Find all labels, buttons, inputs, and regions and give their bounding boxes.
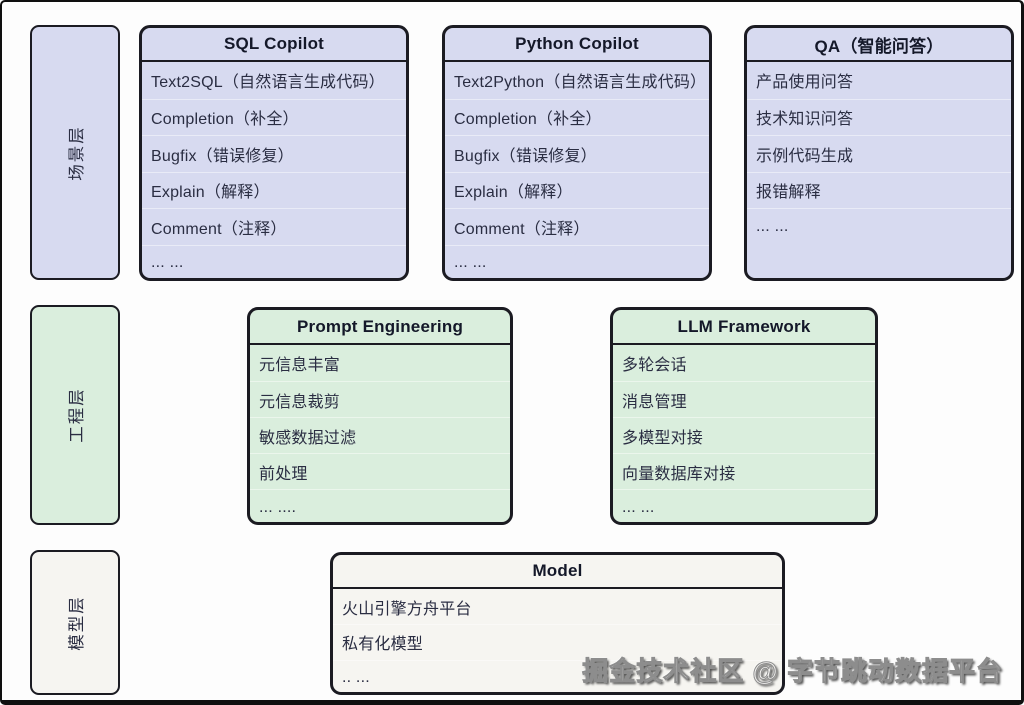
list-item: Explain（解释）	[445, 171, 709, 209]
list-item: Text2Python（自然语言生成代码）	[454, 74, 707, 92]
list-item: 技术知识问答	[747, 98, 1011, 136]
box-model-title: Model	[333, 555, 782, 589]
box-python-copilot-title: Python Copilot	[445, 28, 709, 62]
box-prompt-engineering: Prompt Engineering 元信息丰富 元信息裁剪 敏感数据过滤 前处…	[247, 307, 513, 525]
list-item: 示例代码生成	[747, 135, 1011, 172]
layer-label-engineering-text: 工程层	[68, 387, 86, 443]
layer-label-scene: 场景层	[30, 25, 120, 280]
layer-label-model: 模型层	[30, 550, 120, 695]
box-sql-copilot-items: Text2SQL（自然语言生成代码） Completion（补全） Bugfix…	[142, 62, 406, 279]
list-item: Completion（补全）	[142, 98, 406, 136]
list-item: ... ....	[250, 489, 510, 522]
box-llm-framework: LLM Framework 多轮会话 消息管理 多模型对接 向量数据库对接 ..…	[610, 307, 878, 525]
list-item: 报错解释	[747, 171, 1011, 209]
box-llm-framework-items: 多轮会话 消息管理 多模型对接 向量数据库对接 ... ...	[613, 345, 875, 522]
list-item: 前处理	[250, 453, 510, 489]
list-item: Comment（注释）	[142, 208, 406, 245]
list-item: 敏感数据过滤	[250, 417, 510, 453]
list-item: 向量数据库对接	[613, 453, 875, 489]
list-item: ... ...	[445, 244, 709, 279]
list-item: 产品使用问答	[756, 74, 854, 92]
list-item: Completion（补全）	[445, 98, 709, 136]
list-item: ... ...	[747, 208, 1011, 245]
list-item: Bugfix（错误修复）	[445, 135, 709, 172]
box-qa: QA（智能问答） 产品使用问答 技术知识问答 示例代码生成 报错解释 ... .…	[744, 25, 1014, 281]
watermark: 掘金技术社区 @ 字节跳动数据平台	[582, 656, 1003, 687]
list-item: 消息管理	[613, 381, 875, 417]
box-qa-title: QA（智能问答）	[747, 28, 1011, 62]
list-item: ... ...	[142, 244, 406, 279]
box-model-items: 火山引擎方舟平台 私有化模型 .. ...	[333, 589, 782, 692]
list-item: Text2SQL（自然语言生成代码）	[151, 74, 385, 92]
list-item: .. ...	[333, 659, 782, 692]
list-item: 多轮会话	[622, 357, 687, 374]
box-sql-copilot: SQL Copilot Text2SQL（自然语言生成代码） Completio…	[139, 25, 409, 281]
layer-label-model-text: 模型层	[68, 594, 86, 651]
box-qa-items: 产品使用问答 技术知识问答 示例代码生成 报错解释 ... ...	[747, 62, 1011, 278]
list-item: ... ...	[613, 489, 875, 522]
list-item: 多模型对接	[613, 417, 875, 453]
box-prompt-engineering-items: 元信息丰富 元信息裁剪 敏感数据过滤 前处理 ... ....	[250, 345, 510, 522]
box-prompt-engineering-title: Prompt Engineering	[250, 310, 510, 345]
list-item: 元信息裁剪	[250, 381, 510, 417]
list-item: Comment（注释）	[445, 208, 709, 245]
box-sql-copilot-title: SQL Copilot	[142, 28, 406, 62]
list-item: 私有化模型	[333, 624, 782, 659]
layer-label-engineering: 工程层	[30, 305, 120, 525]
layer-label-scene-text: 场景层	[68, 124, 86, 181]
list-item: 火山引擎方舟平台	[342, 600, 472, 618]
list-item: Bugfix（错误修复）	[142, 135, 406, 172]
list-item: Explain（解释）	[142, 171, 406, 209]
list-item: 元信息丰富	[259, 357, 341, 374]
box-python-copilot: Python Copilot Text2Python（自然语言生成代码） Com…	[442, 25, 712, 281]
box-python-copilot-items: Text2Python（自然语言生成代码） Completion（补全） Bug…	[445, 62, 709, 279]
box-llm-framework-title: LLM Framework	[613, 310, 875, 345]
box-model: Model 火山引擎方舟平台 私有化模型 .. ...	[330, 552, 785, 695]
